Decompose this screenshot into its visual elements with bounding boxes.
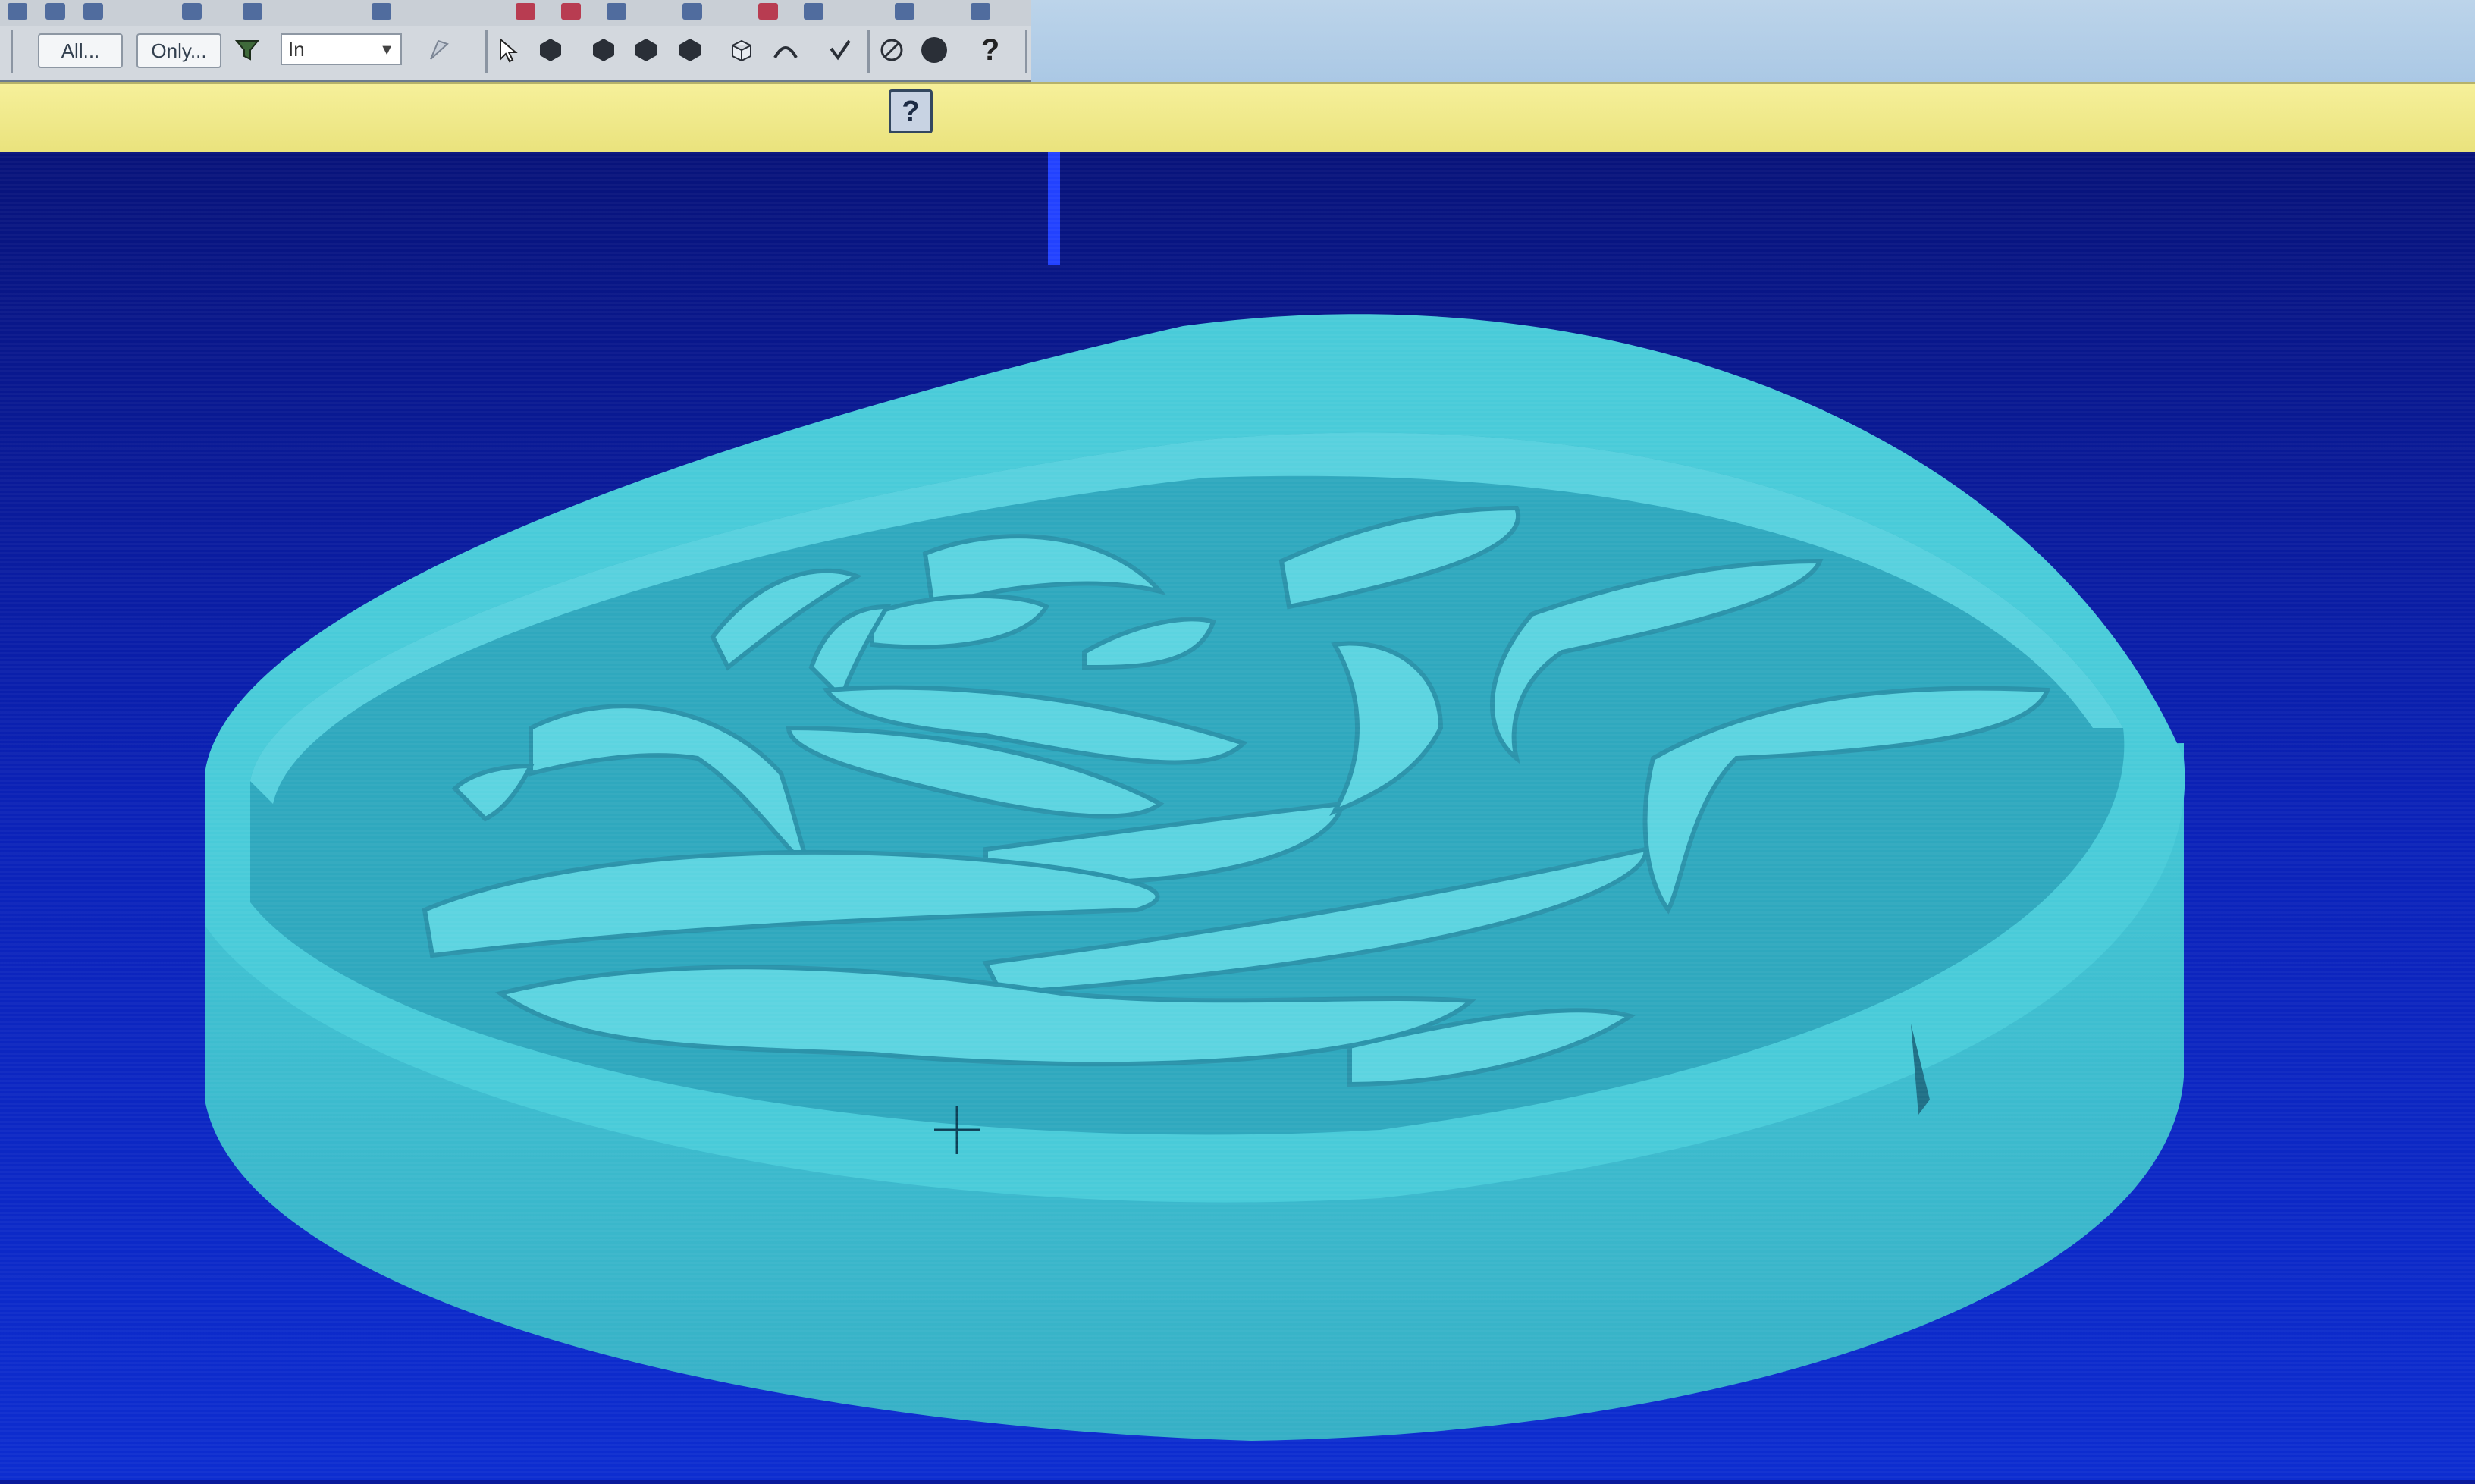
toolbar-icon[interactable]: [243, 3, 262, 20]
solid-icon[interactable]: [535, 35, 566, 65]
cancel-icon[interactable]: [877, 35, 907, 65]
shaded-solid-icon-2[interactable]: [631, 35, 661, 65]
toolbar-icon[interactable]: [561, 3, 581, 20]
toolbar-icon[interactable]: [516, 3, 535, 20]
units-select-value: In: [288, 37, 305, 61]
select-only-button[interactable]: Only...: [136, 33, 221, 68]
toolbar-separator: [11, 30, 13, 73]
select-all-button[interactable]: All...: [38, 33, 123, 68]
toolbar-separator: [1025, 30, 1027, 73]
toolbar-icon[interactable]: [45, 3, 65, 20]
select-arrow-icon[interactable]: [493, 35, 523, 65]
toolbar-icon[interactable]: [607, 3, 626, 20]
filter-icon[interactable]: [232, 35, 262, 65]
scanline-overlay: [0, 152, 2475, 1480]
graphics-viewport[interactable]: [0, 136, 2475, 1480]
toolbar-icon[interactable]: [83, 3, 103, 20]
checkmark-icon[interactable]: [825, 35, 855, 65]
toolbar-empty-area: [1031, 0, 2475, 89]
toolbar-icon[interactable]: [895, 3, 914, 20]
toolbar-icon[interactable]: [758, 3, 778, 20]
box-icon[interactable]: [726, 35, 757, 65]
pen-icon[interactable]: [426, 35, 456, 65]
shaded-solid-icon[interactable]: [588, 35, 619, 65]
circle-icon[interactable]: [919, 35, 949, 65]
selection-toolbar: All... Only... In ▼ ?: [0, 26, 1031, 83]
toolbar-icon[interactable]: [804, 3, 823, 20]
toolbar-icon[interactable]: [372, 3, 391, 20]
toolbar-separator: [485, 30, 488, 73]
model-canvas: [0, 136, 2475, 1480]
toolbar-icon[interactable]: [182, 3, 202, 20]
toolbar-separator: [867, 30, 870, 73]
toolbar-icon[interactable]: [971, 3, 990, 20]
chevron-down-icon: ▼: [379, 42, 394, 58]
curve-icon[interactable]: [770, 35, 801, 65]
top-toolbar: [0, 0, 1099, 27]
prompt-bar: [0, 82, 2475, 157]
toolbar-icon[interactable]: [682, 3, 702, 20]
units-select[interactable]: In ▼: [281, 33, 402, 65]
help-icon[interactable]: ?: [980, 33, 1000, 67]
shaded-solid-icon-3[interactable]: [675, 35, 705, 65]
help-icon[interactable]: ?: [889, 89, 933, 133]
toolbar-icon[interactable]: [8, 3, 27, 20]
